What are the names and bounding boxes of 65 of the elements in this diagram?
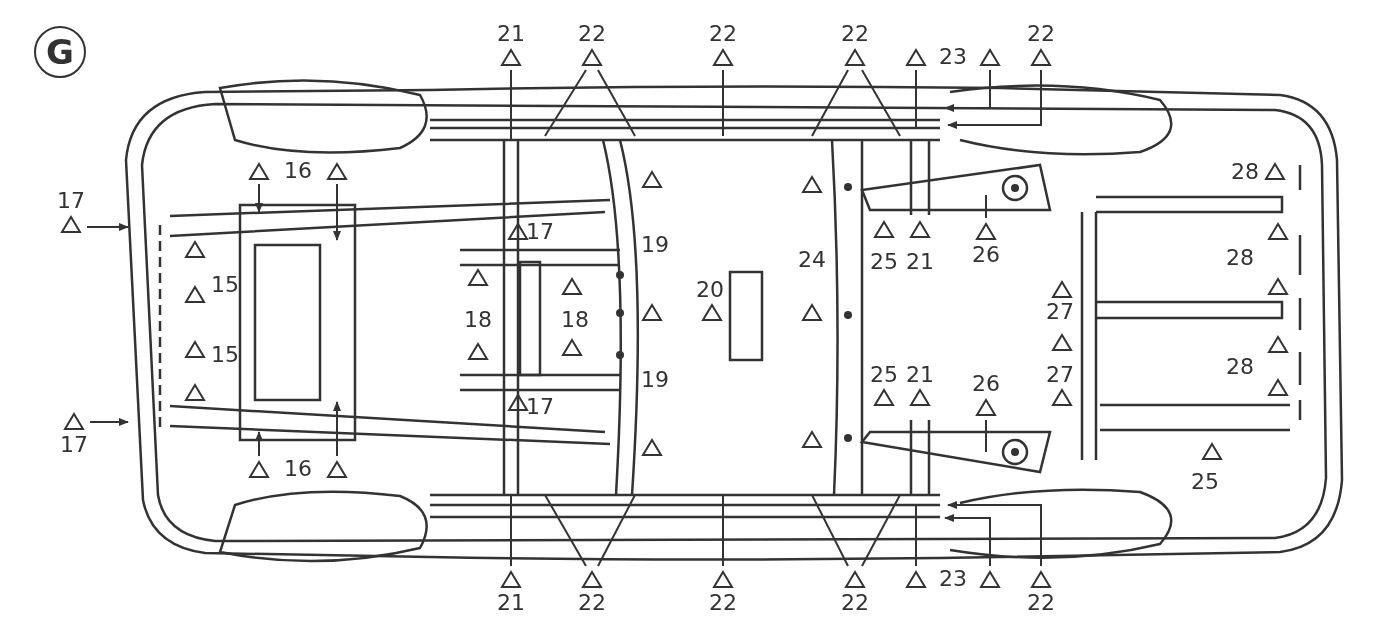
callout-number: 15 [211, 273, 239, 297]
callout-number: 22 [709, 590, 737, 615]
callout-number: 19 [641, 368, 669, 392]
leader-line [722, 494, 724, 567]
leader-line [510, 69, 512, 141]
callout-number: 22 [578, 590, 606, 615]
callout-number: 16 [284, 457, 312, 481]
callout-number: 26 [972, 242, 1000, 267]
leader-line [333, 401, 341, 457]
callout-number: 25 [870, 250, 898, 274]
callout-number: 24 [798, 248, 826, 272]
leader-line [597, 494, 636, 567]
callout-number: 17 [60, 432, 88, 457]
callout-number: 21 [497, 590, 525, 615]
callout-number: 16 [284, 159, 312, 183]
callout-number: 19 [641, 233, 669, 257]
leader-line [86, 223, 129, 231]
callout-number: 22 [578, 21, 606, 46]
callout-number: 21 [906, 250, 934, 274]
leader-line [985, 194, 987, 219]
leader-line [255, 183, 263, 213]
callout-number: 22 [1027, 590, 1055, 615]
callout-number: 22 [841, 590, 869, 615]
callout-number: 18 [464, 308, 492, 332]
callout-number: 17 [57, 188, 85, 213]
callout-number: 23 [939, 45, 967, 69]
callout-number: 28 [1231, 160, 1259, 184]
leader-line [544, 69, 587, 137]
callout-number: 20 [696, 278, 724, 302]
leader-line [947, 69, 1042, 129]
callout-number: 22 [841, 21, 869, 46]
callout-number: 15 [211, 343, 239, 367]
leader-line [944, 514, 991, 567]
panel-letter: G [34, 26, 86, 78]
leader-line [985, 419, 987, 453]
leader-line [811, 69, 849, 137]
callout-number: 28 [1226, 246, 1254, 270]
leader-line [510, 494, 512, 567]
callout-number: 26 [972, 371, 1000, 396]
callout-number: 23 [939, 567, 967, 591]
callout-number: 21 [906, 363, 934, 387]
callout-number: 21 [497, 21, 525, 46]
leader-line [544, 494, 587, 567]
callout-number: 28 [1226, 355, 1254, 379]
callout-number: 27 [1046, 363, 1074, 387]
leader-line [89, 418, 129, 426]
leader-line [944, 69, 991, 112]
callout-number: 22 [1027, 21, 1055, 46]
callout-number: 18 [561, 308, 589, 332]
leader-line [947, 501, 1042, 567]
leader-line [597, 69, 636, 137]
callout-number: 17 [526, 220, 554, 244]
callout-number: 17 [526, 395, 554, 419]
leader-line [811, 494, 849, 567]
leader-line [915, 69, 917, 128]
leader-line [255, 431, 263, 457]
callout-number: 22 [709, 21, 737, 46]
callout-number: 25 [870, 363, 898, 387]
leader-line [915, 504, 917, 567]
leader-line [722, 69, 724, 137]
leader-line [861, 69, 901, 137]
callout-number: 25 [1191, 470, 1219, 494]
leader-line [861, 494, 901, 567]
leader-line [333, 183, 341, 241]
callout-number: 27 [1046, 300, 1074, 324]
